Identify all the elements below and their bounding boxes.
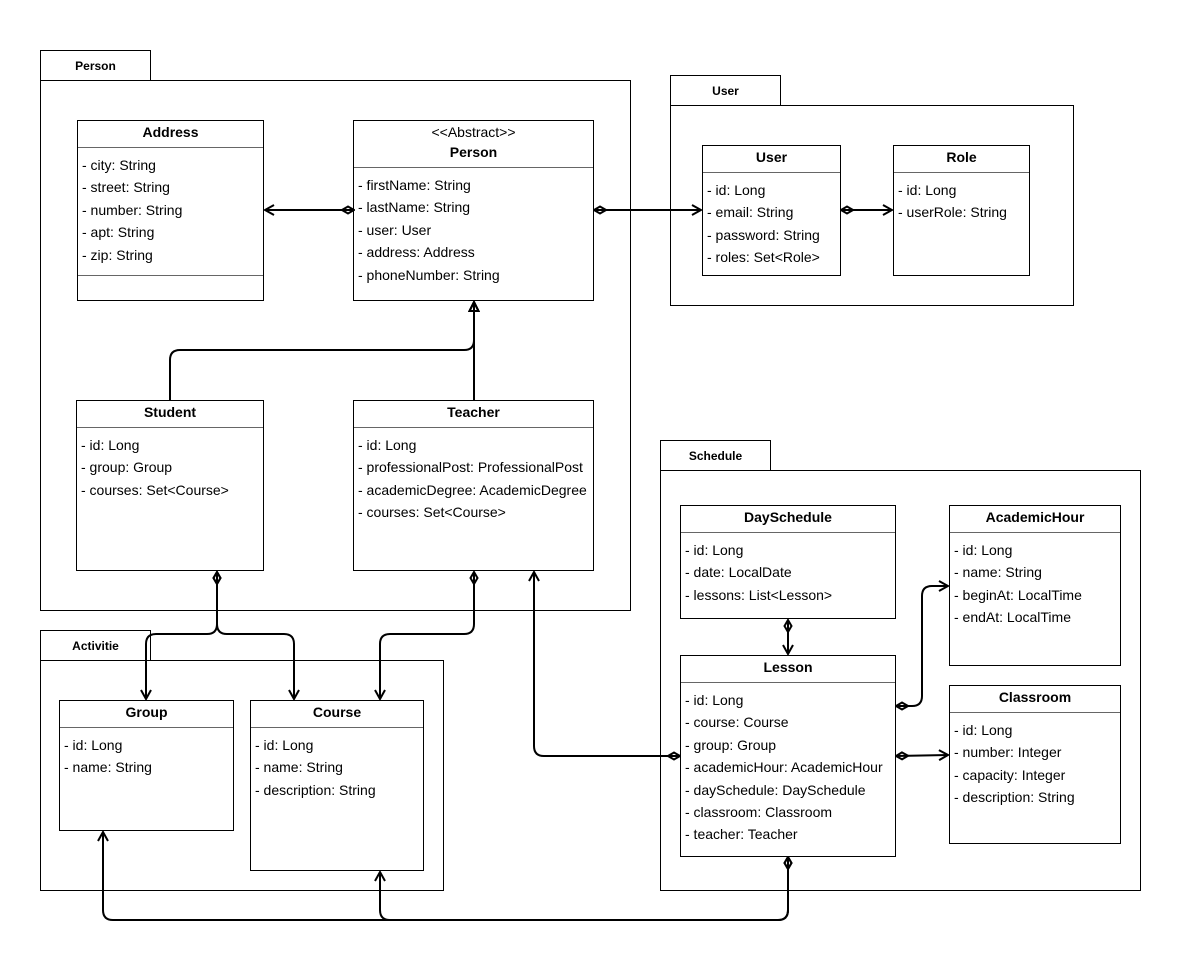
edge-lesson-group (103, 832, 788, 921)
attribute: - endAt: LocalTime (954, 609, 1071, 626)
package-activitie-tab: Activitie (40, 630, 151, 661)
class-classroom[interactable]: Classroom - id: Long - number: Integer -… (949, 685, 1121, 844)
attribute: - email: String (707, 204, 794, 221)
class-dayschedule[interactable]: DaySchedule - id: Long - date: LocalDate… (680, 505, 896, 619)
attribute: - name: String (954, 564, 1042, 581)
attribute: - number: Integer (954, 744, 1062, 761)
class-person[interactable]: <<Abstract>> Person - firstName: String … (353, 120, 594, 301)
edge-student-course (217, 572, 294, 699)
package-label: Person (75, 58, 116, 73)
attribute: - classroom: Classroom (685, 804, 833, 821)
attribute: - name: String (255, 759, 343, 776)
class-academichour[interactable]: AcademicHour - id: Long - name: String -… (949, 505, 1121, 666)
attribute: - id: Long (81, 437, 140, 453)
class-stereotype: <<Abstract>> (431, 124, 516, 140)
attribute: - city: String (82, 157, 156, 173)
attribute: - roles: Set<Role> (707, 249, 820, 266)
attribute: - user: User (358, 221, 432, 238)
attribute: - id: Long (64, 737, 123, 753)
attribute: - firstName: String (358, 177, 471, 193)
attribute: - id: Long (358, 437, 417, 453)
class-name: Classroom (998, 689, 1072, 705)
edge-lesson-course (380, 857, 788, 921)
package-label: Schedule (688, 448, 743, 463)
attribute: - zip: String (82, 246, 153, 263)
attribute: - daySchedule: DaySchedule (685, 781, 866, 798)
class-name: Teacher (447, 404, 500, 420)
class-address[interactable]: Address - city: String - street: String … (77, 120, 264, 301)
class-name: Student (143, 404, 197, 420)
edge-lesson-academichour (896, 586, 948, 706)
attribute: - lessons: List<Lesson> (685, 586, 833, 603)
attribute: - id: Long (707, 182, 766, 198)
class-student[interactable]: Student - id: Long - group: Group - cour… (76, 400, 264, 571)
attribute: - beginAt: LocalTime (954, 586, 1082, 603)
edge-student-inherits-person (169, 302, 474, 400)
edge-lesson-classroom (896, 755, 948, 756)
attribute: - number: String (82, 201, 183, 218)
package-schedule-tab: Schedule (660, 440, 771, 471)
attribute: - group: Group (685, 736, 777, 753)
class-name: AcademicHour (985, 509, 1085, 525)
package-label: Activitie (72, 638, 119, 653)
attribute: - password: String (707, 226, 820, 243)
class-name: Lesson (763, 659, 813, 675)
class-name: Group (125, 704, 168, 720)
edge-lesson-teacher (534, 572, 680, 756)
attribute: - courses: Set<Course> (358, 504, 506, 521)
attribute: - description: String (954, 789, 1075, 806)
attribute: - id: Long (685, 542, 744, 558)
attribute: - date: LocalDate (685, 564, 792, 581)
operations-compartment (78, 275, 263, 276)
class-name: Address (142, 124, 199, 140)
class-name: DaySchedule (744, 509, 832, 525)
class-group[interactable]: Group - id: Long - name: String (59, 700, 234, 831)
attribute: - capacity: Integer (954, 766, 1066, 783)
attribute: - street: String (82, 179, 170, 196)
attribute: - address: Address (358, 244, 475, 261)
attribute: - courses: Set<Course> (81, 481, 229, 498)
class-role[interactable]: Role - id: Long - userRole: String (893, 145, 1030, 276)
class-user[interactable]: User - id: Long - email: String - passwo… (702, 145, 841, 276)
attribute: - course: Course (685, 714, 789, 731)
attribute: - userRole: String (898, 204, 1007, 221)
attribute: - group: Group (81, 459, 173, 476)
attribute: - phoneNumber: String (358, 266, 500, 283)
class-name: Role (946, 149, 977, 165)
package-person (40, 80, 631, 611)
attribute: - name: String (64, 759, 152, 776)
attribute: - id: Long (685, 692, 744, 708)
edge-teacher-course (380, 572, 474, 699)
attribute: - id: Long (954, 542, 1013, 558)
attribute: - id: Long (954, 722, 1013, 738)
class-name: Person (449, 144, 498, 160)
attribute: - lastName: String (358, 199, 471, 216)
attribute: - id: Long (898, 182, 957, 198)
attribute: - academicDegree: AcademicDegree (358, 481, 587, 498)
attribute: - professionalPost: ProfessionalPost (358, 459, 583, 476)
attribute: - academicHour: AcademicHour (685, 759, 883, 776)
class-name: Course (312, 704, 362, 720)
package-person-tab: Person (40, 50, 151, 81)
attribute: - id: Long (255, 737, 314, 753)
attribute: - description: String (255, 781, 376, 798)
class-name: User (755, 149, 788, 165)
attribute: - apt: String (82, 224, 155, 241)
package-label: User (712, 83, 739, 98)
class-teacher[interactable]: Teacher - id: Long - professionalPost: P… (353, 400, 594, 571)
edge-student-group (146, 572, 217, 699)
